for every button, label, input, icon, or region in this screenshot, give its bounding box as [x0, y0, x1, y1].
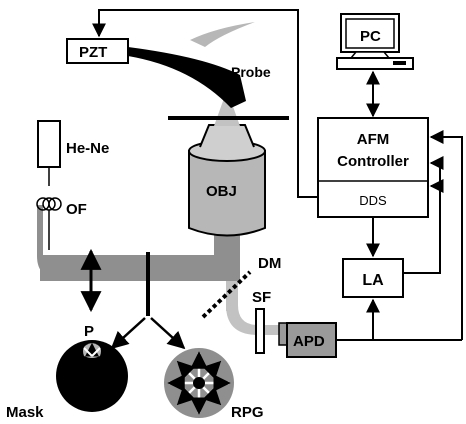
mask-label: Mask: [6, 404, 44, 421]
pc-icon: [336, 13, 414, 70]
afm-controller-title: AFM: [357, 131, 390, 148]
afm-controller-subtitle: Controller: [337, 153, 409, 170]
to-mask-arrow: [110, 317, 146, 350]
of-label: OF: [66, 201, 87, 218]
pzt-box: [66, 38, 129, 64]
rpg-icon: [164, 348, 234, 418]
beam-bend-to-detector: [226, 305, 290, 335]
probe-reflection: [190, 22, 255, 47]
dds-label: DDS: [359, 193, 387, 208]
to-rpg-arrow: [150, 317, 186, 350]
mask-icon: [56, 340, 128, 412]
spatial-filter: [255, 308, 265, 354]
objective-lens: [188, 124, 266, 237]
dichroic-mirror: [201, 270, 252, 319]
beam-horizontal: [40, 255, 240, 281]
dds-to-pzt-wire: [92, 9, 318, 198]
pzt-label: PZT: [79, 44, 107, 61]
signal-wiring: [92, 9, 463, 341]
apd-label: APD: [293, 333, 325, 350]
lock-in-amplifier-box: [342, 258, 404, 298]
pc-label: PC: [360, 28, 381, 45]
probe-cantilever: [128, 47, 246, 108]
p-label: P: [84, 323, 94, 340]
la-output-wire-upper: [403, 156, 444, 274]
he-ne-laser-box: [37, 120, 61, 168]
apd-to-controller-wire: [429, 130, 463, 340]
sf-label: SF: [252, 289, 271, 306]
he-ne-label: He-Ne: [66, 140, 109, 157]
afm-controller-box: [317, 117, 429, 218]
la-label: LA: [362, 272, 384, 289]
rpg-label: RPG: [231, 404, 264, 421]
probe-label: Probe: [231, 64, 271, 80]
dm-label: DM: [258, 255, 281, 272]
apd-lens: [278, 322, 288, 346]
obj-label: OBJ: [206, 183, 237, 200]
